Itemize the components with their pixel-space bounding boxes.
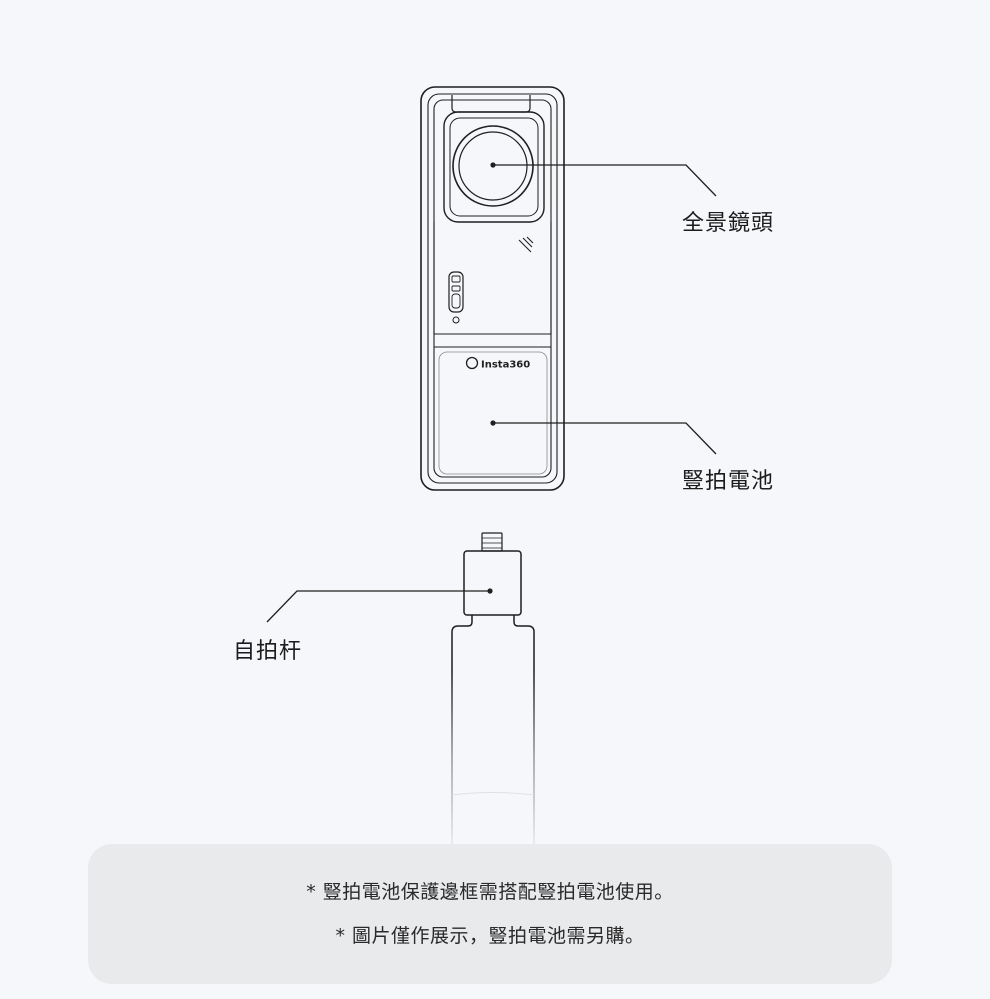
callout-lines [266,164,717,623]
protective-frame-outer [420,86,565,491]
battery-label: 豎拍電池 [682,469,775,494]
callout-dots [487,162,496,594]
footnote-line: * 豎拍電池保護邊框需搭配豎拍電池使用。 [306,881,674,903]
camera-body [420,86,565,491]
lens-housing [443,111,545,223]
stick-head [463,550,522,616]
mic-slots [518,236,534,253]
lens-dot [490,162,496,168]
lens-label: 全景鏡頭 [682,211,775,236]
stick-fade-overlay [245,672,745,862]
selfie-stick-label: 自拍杆 [233,639,303,664]
brand-text: Insta360 [481,360,530,371]
body-upper-panel [433,222,552,335]
footnote-line: * 圖片僅作展示，豎拍電池需另購。 [335,925,645,947]
brand-logo-icon [465,356,479,370]
stick-leader-line [266,590,490,623]
lens-leader-line [493,164,717,197]
footnote-box: * 豎拍電池保護邊框需搭配豎拍電池使用。 * 圖片僅作展示，豎拍電池需另購。 [88,844,892,984]
brand-mark: Insta360 [465,356,530,371]
battery-leader-line [493,422,717,455]
lens-housing-inner [449,117,539,217]
top-notch [451,95,531,113]
lens-ring-inner [458,131,528,201]
status-led [452,316,460,324]
stick-dot [487,588,493,594]
side-button-panel [448,271,464,313]
battery-panel [438,351,548,475]
protective-frame-inner [427,93,558,484]
stick-shaft [451,615,535,860]
battery-dot [490,420,496,426]
lens-ring-outer [452,125,534,207]
